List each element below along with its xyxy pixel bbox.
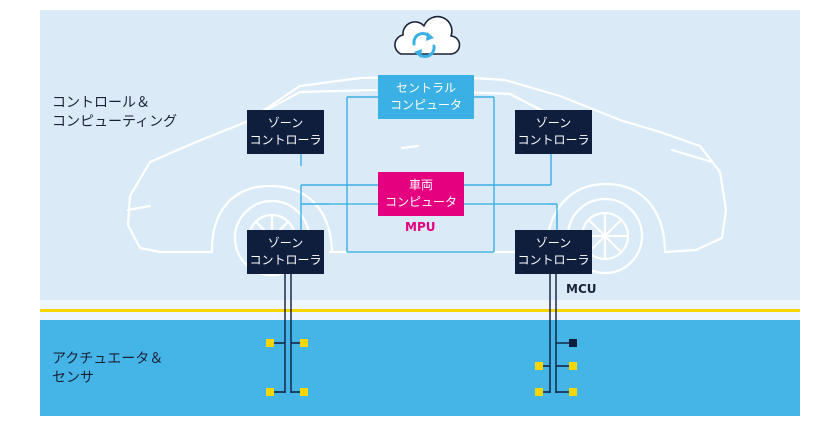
- zone-controller-line2: コントローラ: [249, 253, 322, 267]
- zone-controller-line2: コントローラ: [517, 253, 590, 267]
- control-computing-label-line1: コントロール＆: [52, 95, 150, 111]
- sensor-node: [266, 388, 274, 396]
- sensor-node: [266, 339, 274, 347]
- actuators-sensors-panel: [40, 320, 800, 416]
- vehicle-computer-line1: 車両: [408, 178, 433, 192]
- control-computing-label: コントロール＆ コンピューティング: [52, 94, 177, 132]
- sensor-node: [300, 388, 308, 396]
- zone-controller-bottom-left: ゾーン コントローラ: [247, 230, 324, 274]
- zone-controller-line2: コントローラ: [249, 133, 322, 147]
- control-computing-label-line2: コンピューティング: [52, 114, 178, 130]
- network-lines: [300, 96, 558, 253]
- sensor-node: [535, 362, 543, 370]
- cloud-sync-icon: [394, 15, 461, 58]
- central-computer-line1: セントラル: [395, 81, 456, 95]
- zone-controller-top-right: ゾーン コントローラ: [515, 110, 592, 154]
- zone-controller-line1: ゾーン: [267, 116, 304, 130]
- actuators-sensors-label-line2: センサ: [52, 370, 94, 386]
- divider-gap-lower: [40, 312, 800, 320]
- zone-controller-line2: コントローラ: [517, 133, 590, 147]
- sensor-nodes: [266, 339, 577, 396]
- zone-controller-top-left: ゾーン コントローラ: [247, 110, 324, 154]
- central-computer-line2: コンピュータ: [389, 98, 462, 112]
- mcu-label: MCU: [566, 282, 597, 296]
- zone-controller-line1: ゾーン: [535, 116, 572, 130]
- sensor-node: [569, 362, 577, 370]
- sensor-wiring: [270, 274, 572, 393]
- sensor-node: [569, 388, 577, 396]
- vehicle-computer-line2: コンピュータ: [384, 195, 457, 209]
- vehicle-computer-box: 車両 コンピュータ: [378, 172, 464, 216]
- zone-controller-line1: ゾーン: [267, 236, 304, 250]
- central-computer-box: セントラル コンピュータ: [378, 75, 474, 119]
- divider-gap: [40, 300, 800, 309]
- sensor-node: [535, 388, 543, 396]
- zone-controller-bottom-right: ゾーン コントローラ: [515, 230, 592, 274]
- actuators-sensors-label-line1: アクチュエータ＆: [52, 351, 164, 367]
- divider-line: [40, 309, 800, 312]
- actuators-sensors-label: アクチュエータ＆ センサ: [52, 350, 163, 388]
- sensor-node: [300, 339, 308, 347]
- mpu-label: MPU: [405, 220, 436, 234]
- zone-controller-line1: ゾーン: [535, 236, 572, 250]
- sensor-node: [569, 339, 577, 347]
